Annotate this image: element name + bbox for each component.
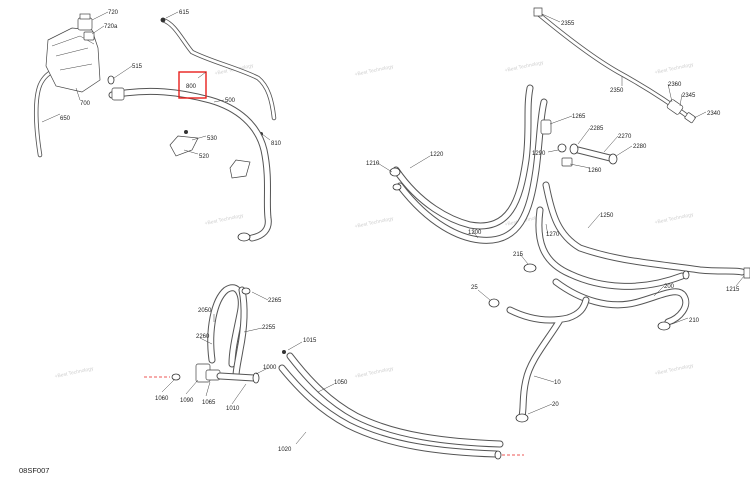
label-615: 615 bbox=[179, 10, 190, 16]
highlight-box bbox=[178, 71, 207, 99]
label-1200: 1200 bbox=[468, 230, 482, 236]
bracket bbox=[169, 135, 199, 157]
part-labels: 720 720a 615 515 800 500 700 650 530 520… bbox=[60, 10, 740, 453]
label-210: 210 bbox=[689, 318, 700, 324]
label-1090: 1090 bbox=[180, 398, 194, 404]
watermark: +Best Technology bbox=[354, 216, 394, 230]
upper-hose-group bbox=[389, 7, 696, 244]
label-1010: 1010 bbox=[226, 406, 240, 412]
label-1060: 1060 bbox=[155, 396, 169, 402]
watermark: +Best Technology bbox=[654, 212, 694, 226]
label-215: 215 bbox=[513, 252, 524, 258]
label-2280: 2280 bbox=[633, 144, 647, 150]
watermark: +Best Technology bbox=[204, 213, 244, 227]
label-2345: 2345 bbox=[682, 93, 696, 99]
watermark: +Best Technology bbox=[654, 62, 694, 76]
label-720a: 720a bbox=[104, 24, 118, 30]
label-700: 700 bbox=[80, 101, 91, 107]
label-1270: 1270 bbox=[546, 232, 560, 238]
label-200: 200 bbox=[664, 284, 675, 290]
label-1020: 1020 bbox=[278, 447, 292, 453]
label-530: 530 bbox=[207, 136, 218, 142]
watermark: +Best Technology bbox=[504, 60, 544, 74]
label-500: 500 bbox=[225, 98, 236, 104]
label-1265: 1265 bbox=[572, 114, 586, 120]
label-800: 800 bbox=[186, 84, 197, 90]
label-2270: 2270 bbox=[618, 134, 632, 140]
bracket bbox=[229, 159, 251, 179]
watermarks: +Best Technology +Best Technology +Best … bbox=[54, 60, 694, 380]
label-20: 20 bbox=[552, 402, 559, 408]
label-1290: 1290 bbox=[532, 151, 546, 157]
watermark: +Best Technology bbox=[354, 366, 394, 380]
watermark: +Best Technology bbox=[54, 366, 94, 380]
lower-hose-group bbox=[144, 284, 524, 460]
label-25: 25 bbox=[471, 285, 478, 291]
reservoir-cap bbox=[77, 17, 93, 31]
middle-hose-group bbox=[488, 181, 750, 423]
label-2285: 2285 bbox=[590, 126, 604, 132]
label-520: 520 bbox=[199, 154, 210, 160]
leader-lines bbox=[41, 11, 745, 445]
watermark: +Best Technology bbox=[354, 64, 394, 78]
label-2355: 2355 bbox=[561, 21, 575, 27]
label-10: 10 bbox=[554, 380, 561, 386]
coolant-reservoir-group bbox=[33, 13, 277, 242]
label-1215: 1215 bbox=[726, 287, 740, 293]
label-1015: 1015 bbox=[303, 338, 317, 344]
label-650: 650 bbox=[60, 116, 71, 122]
label-515: 515 bbox=[132, 64, 143, 70]
label-2360: 2360 bbox=[668, 82, 682, 88]
label-2255: 2255 bbox=[262, 325, 276, 331]
label-1065: 1065 bbox=[202, 400, 216, 406]
label-2260: 2260 bbox=[196, 334, 210, 340]
label-810: 810 bbox=[271, 141, 282, 147]
label-1250: 1250 bbox=[600, 213, 614, 219]
label-720: 720 bbox=[108, 10, 119, 16]
label-2050: 2050 bbox=[198, 308, 212, 314]
label-1220: 1220 bbox=[430, 152, 444, 158]
label-2350: 2350 bbox=[610, 88, 624, 94]
label-1260: 1260 bbox=[588, 168, 602, 174]
label-1050: 1050 bbox=[334, 380, 348, 386]
label-2340: 2340 bbox=[707, 111, 721, 117]
label-2265: 2265 bbox=[268, 298, 282, 304]
label-1210: 1210 bbox=[366, 161, 380, 167]
diagram-code: 08SF007 bbox=[19, 466, 49, 475]
label-1000: 1000 bbox=[263, 365, 277, 371]
watermark: +Best Technology bbox=[654, 363, 694, 377]
